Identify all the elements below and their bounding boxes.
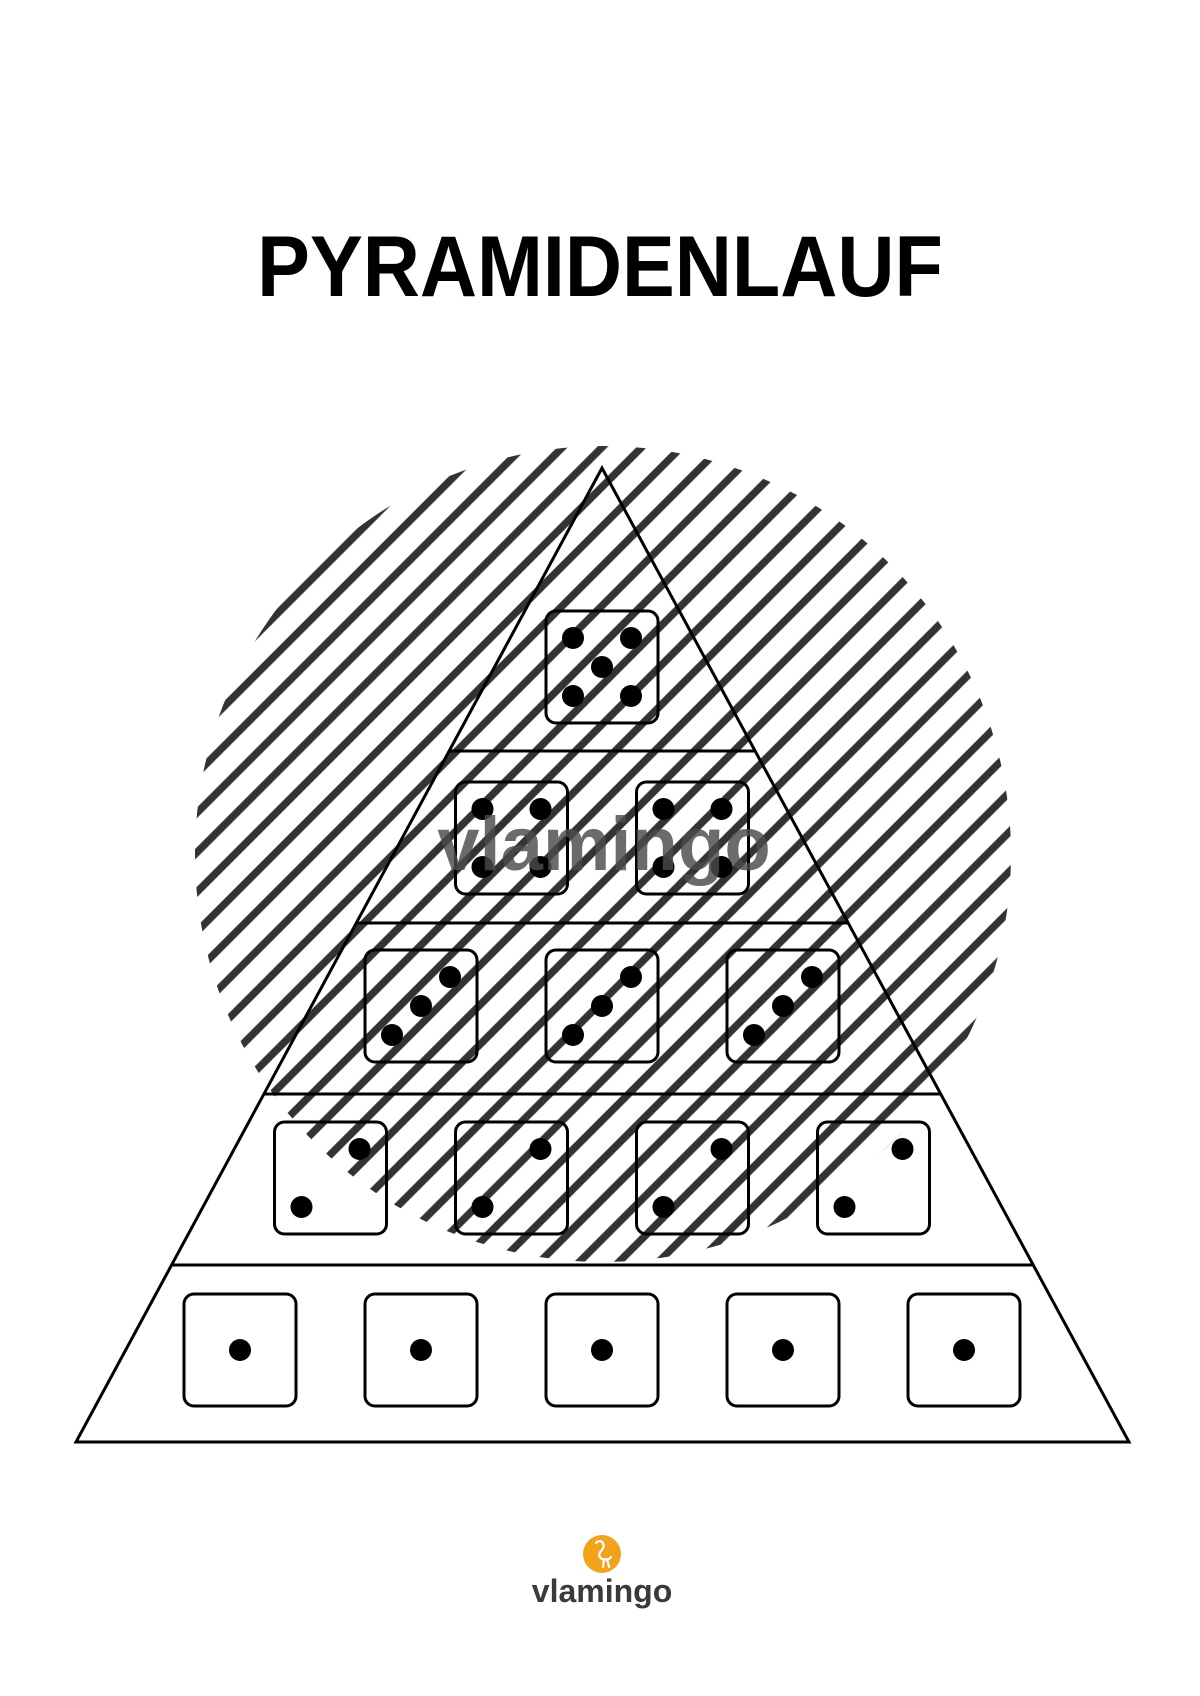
die-pip (591, 1339, 613, 1361)
die-pip (529, 856, 552, 878)
die-face-2 (816, 1120, 931, 1236)
die-pip (652, 798, 675, 820)
die-outline (635, 780, 750, 896)
die-outline (273, 1120, 388, 1236)
die-pip (529, 798, 552, 820)
die-face-1 (544, 1292, 660, 1408)
die-pip (591, 995, 613, 1017)
die-pip (562, 685, 584, 707)
die-pip (891, 1138, 914, 1160)
die-face-1 (363, 1292, 479, 1408)
die-face-1 (725, 1292, 841, 1408)
dice-grid (182, 609, 1022, 1408)
die-pip (710, 1138, 733, 1160)
die-pip (562, 1024, 584, 1046)
die-pip (471, 798, 494, 820)
die-face-2 (635, 1120, 750, 1236)
die-pip (620, 966, 642, 988)
flamingo-legs-stroke (601, 1557, 611, 1569)
die-outline (816, 1120, 931, 1236)
pyramid-row-5 (182, 1292, 1022, 1408)
die-pip (229, 1339, 251, 1361)
die-pip (471, 856, 494, 878)
die-outline (182, 1292, 298, 1408)
die-outline (725, 1292, 841, 1408)
die-pip (591, 656, 613, 678)
watermark: vlamingo (437, 802, 771, 887)
die-outline (635, 1120, 750, 1236)
die-face-4 (454, 780, 569, 896)
hatched-circle (195, 446, 1011, 1262)
pyramid-row-4 (273, 1120, 931, 1236)
die-pip (710, 798, 733, 820)
die-pip (410, 1339, 432, 1361)
logo-text: vlamingo (532, 1573, 672, 1609)
flamingo-glyph (594, 1539, 613, 1569)
die-pip (381, 1024, 403, 1046)
flamingo-icon (583, 1535, 621, 1573)
die-outline (725, 948, 841, 1064)
page-title: PYRAMIDENLAUF (257, 218, 943, 315)
die-pip (772, 1339, 794, 1361)
die-face-4 (635, 780, 750, 896)
pyramid-row-2 (454, 780, 750, 896)
die-pip (439, 966, 461, 988)
die-pip (743, 1024, 765, 1046)
brand-logo: vlamingo (532, 1535, 672, 1609)
die-pip (801, 966, 823, 988)
pyramid-row-dividers (171, 749, 1034, 1267)
die-pip (562, 627, 584, 649)
die-outline (454, 1120, 569, 1236)
die-outline (363, 948, 479, 1064)
die-pip (410, 995, 432, 1017)
pyramid-outline (73, 464, 1132, 1444)
die-pip (471, 1196, 494, 1218)
die-outline (544, 948, 660, 1064)
pyramid-row-3 (363, 948, 841, 1064)
die-face-2 (273, 1120, 388, 1236)
die-outline (544, 1292, 660, 1408)
die-pip (710, 856, 733, 878)
die-pip (652, 1196, 675, 1218)
die-face-3 (544, 948, 660, 1064)
die-outline (906, 1292, 1022, 1408)
die-pip (953, 1339, 975, 1361)
die-pip (833, 1196, 856, 1218)
pyramid-row-1 (544, 609, 660, 725)
die-face-5 (544, 609, 660, 725)
die-pip (772, 995, 794, 1017)
die-face-3 (363, 948, 479, 1064)
die-face-3 (725, 948, 841, 1064)
die-face-2 (454, 1120, 569, 1236)
pyramid (73, 464, 1132, 1444)
die-pip (620, 685, 642, 707)
die-pip (348, 1138, 371, 1160)
die-outline (363, 1292, 479, 1408)
die-face-1 (182, 1292, 298, 1408)
die-outline (544, 609, 660, 725)
die-pip (290, 1196, 313, 1218)
die-pip (529, 1138, 552, 1160)
die-pip (652, 856, 675, 878)
die-pip (620, 627, 642, 649)
die-outline (454, 780, 569, 896)
flamingo-body-stroke (594, 1539, 613, 1561)
die-face-1 (906, 1292, 1022, 1408)
